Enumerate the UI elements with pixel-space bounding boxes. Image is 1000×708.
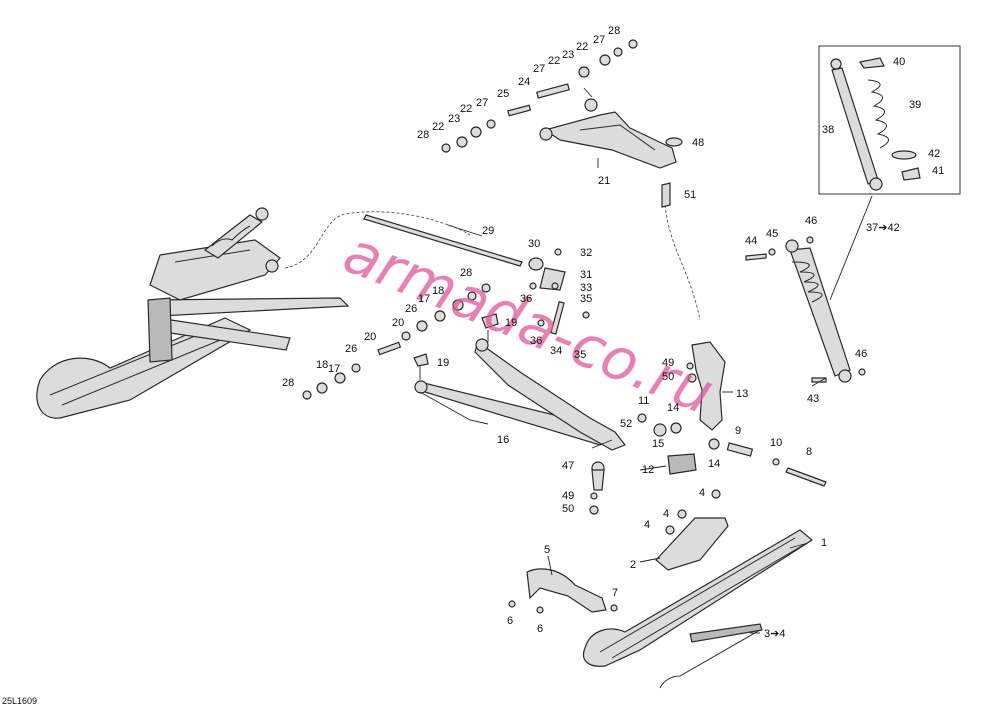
callout-27: 27 bbox=[533, 63, 545, 75]
callout-25: 25 bbox=[497, 88, 509, 100]
callout-14: 14 bbox=[708, 458, 720, 470]
callout-3-4: 3➔4 bbox=[764, 628, 785, 640]
leader-lines bbox=[419, 158, 827, 634]
callout-38: 38 bbox=[822, 124, 834, 136]
callout-6: 6 bbox=[537, 623, 543, 635]
callout-19: 19 bbox=[505, 317, 517, 329]
reference-line-left bbox=[284, 211, 471, 269]
callout-46: 46 bbox=[805, 215, 817, 227]
shock-detail bbox=[830, 57, 921, 191]
callout-40: 40 bbox=[893, 56, 905, 68]
callout-46: 46 bbox=[855, 348, 867, 360]
callout-19: 19 bbox=[437, 357, 449, 369]
callout-16: 16 bbox=[497, 434, 509, 446]
callout-39: 39 bbox=[909, 99, 921, 111]
callout-30: 30 bbox=[528, 238, 540, 250]
callout-14: 14 bbox=[667, 402, 679, 414]
callout-20: 20 bbox=[364, 331, 376, 343]
upper-a-arm-group bbox=[441, 39, 683, 208]
callout-23: 23 bbox=[562, 49, 574, 61]
drawing-code: 25L1609 bbox=[2, 696, 37, 706]
callout-50: 50 bbox=[662, 371, 674, 383]
callout-20: 20 bbox=[392, 317, 404, 329]
callout-34: 34 bbox=[550, 345, 562, 357]
sway-bar-link-group bbox=[528, 248, 590, 335]
callout-10: 10 bbox=[770, 437, 782, 449]
callout-28: 28 bbox=[282, 377, 294, 389]
callout-22: 22 bbox=[576, 41, 588, 53]
callout-27: 27 bbox=[476, 97, 488, 109]
callout-13: 13 bbox=[736, 388, 748, 400]
callout-21: 21 bbox=[598, 175, 610, 187]
spindle bbox=[691, 341, 726, 431]
callout-52: 52 bbox=[620, 418, 632, 430]
callout-2: 2 bbox=[630, 559, 636, 571]
callout-7: 7 bbox=[612, 587, 618, 599]
callout-26: 26 bbox=[405, 303, 417, 315]
callout-45: 45 bbox=[766, 228, 778, 240]
callout-37-42: 37➔42 bbox=[866, 222, 900, 234]
callout-17: 17 bbox=[418, 293, 430, 305]
callout-12: 12 bbox=[642, 464, 654, 476]
callout-1: 1 bbox=[821, 537, 827, 549]
callout-28: 28 bbox=[460, 267, 472, 279]
callout-4: 4 bbox=[699, 487, 705, 499]
callout-47: 47 bbox=[562, 460, 574, 472]
callout-36: 36 bbox=[520, 293, 532, 305]
ski bbox=[583, 529, 814, 667]
callout-44: 44 bbox=[745, 235, 757, 247]
callout-18: 18 bbox=[316, 359, 328, 371]
callout-43: 43 bbox=[807, 393, 819, 405]
callout-33: 33 bbox=[580, 282, 592, 294]
callout-42: 42 bbox=[928, 148, 940, 160]
callout-35: 35 bbox=[574, 349, 586, 361]
callout-50: 50 bbox=[562, 503, 574, 515]
sway-bar bbox=[363, 214, 523, 267]
callout-6: 6 bbox=[507, 615, 513, 627]
ski-group bbox=[508, 489, 814, 689]
callout-11: 11 bbox=[638, 395, 649, 407]
assembled-suspension-view bbox=[36, 207, 350, 419]
callout-29: 29 bbox=[482, 225, 494, 237]
callout-32: 32 bbox=[580, 247, 592, 259]
upper-a-arm bbox=[543, 111, 677, 169]
callout-49: 49 bbox=[662, 357, 674, 369]
callout-28: 28 bbox=[608, 25, 620, 37]
callout-8: 8 bbox=[806, 446, 812, 458]
callout-35: 35 bbox=[580, 293, 592, 305]
shock-assembled bbox=[745, 236, 866, 383]
callout-26: 26 bbox=[345, 343, 357, 355]
shock-detail-box bbox=[818, 45, 961, 195]
callout-22: 22 bbox=[460, 103, 472, 115]
callout-15: 15 bbox=[652, 438, 664, 450]
callout-22: 22 bbox=[548, 55, 560, 67]
callout-18: 18 bbox=[432, 285, 444, 297]
callout-17: 17 bbox=[328, 363, 340, 375]
reference-line-spindle bbox=[664, 204, 701, 321]
callout-9: 9 bbox=[735, 425, 741, 437]
callout-28: 28 bbox=[417, 129, 429, 141]
callout-31: 31 bbox=[580, 269, 592, 281]
callout-22: 22 bbox=[432, 121, 444, 133]
callout-23: 23 bbox=[448, 113, 460, 125]
callout-4: 4 bbox=[663, 508, 669, 520]
callout-24: 24 bbox=[518, 76, 530, 88]
callout-labels: 1 2 3➔4 4 4 4 5 6 6 7 8 9 10 11 12 13 14… bbox=[282, 25, 944, 640]
callout-48: 48 bbox=[692, 137, 704, 149]
callout-41: 41 bbox=[932, 165, 944, 177]
callout-36: 36 bbox=[530, 335, 542, 347]
callout-5: 5 bbox=[544, 544, 550, 556]
callout-27: 27 bbox=[593, 34, 605, 46]
callout-51: 51 bbox=[684, 189, 696, 201]
callout-4: 4 bbox=[644, 519, 650, 531]
callout-49: 49 bbox=[562, 490, 574, 502]
lower-a-arm-group bbox=[302, 283, 626, 515]
spindle-group bbox=[637, 341, 827, 487]
